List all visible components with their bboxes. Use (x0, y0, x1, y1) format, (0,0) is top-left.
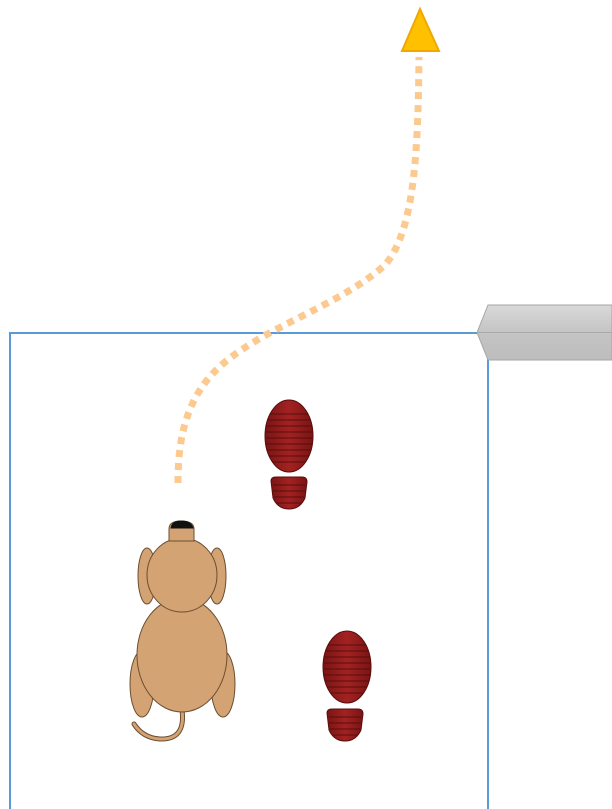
arrow-head-icon (402, 9, 439, 51)
footprint-icon (265, 400, 313, 509)
room-outline (10, 333, 488, 809)
wall-bar (477, 305, 612, 360)
dog-icon (130, 521, 235, 739)
footprint-icon (323, 631, 371, 741)
